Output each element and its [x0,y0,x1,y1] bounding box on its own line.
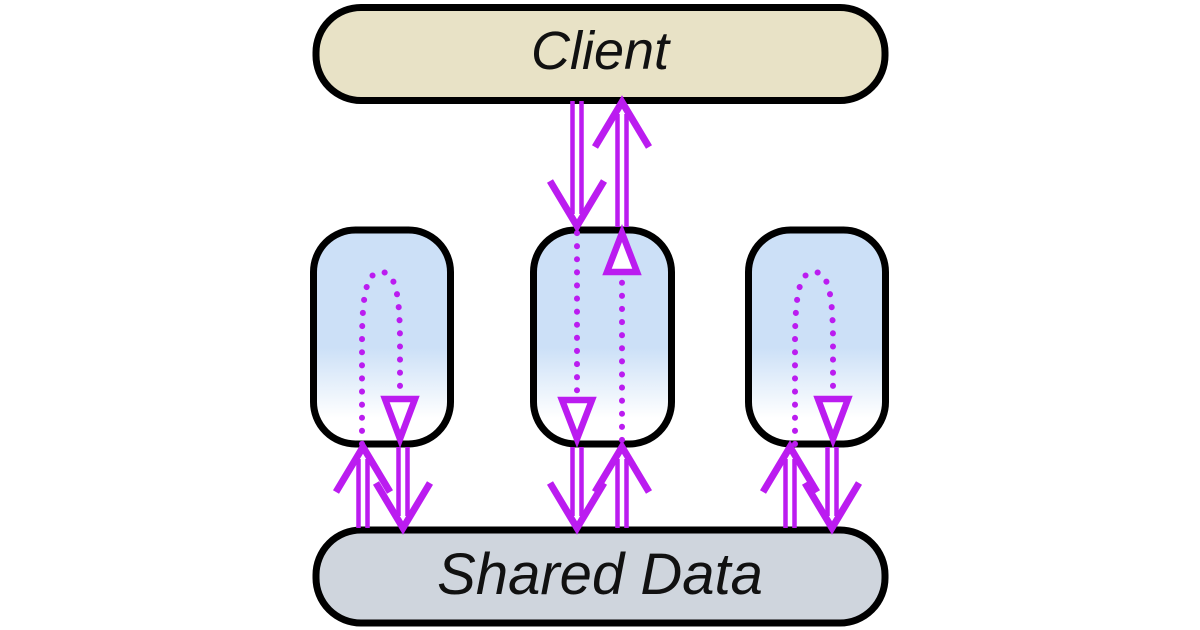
arrow-client-to-worker2-down [550,101,604,226]
client-box [312,4,889,104]
worker-box-1 [310,226,454,448]
client-label: Client [531,21,671,81]
edges-dotted [362,223,848,449]
worker-node-2 [530,226,675,448]
dotted-arrowhead-down-worker2 [557,396,597,449]
worker-node-3 [745,226,889,448]
shared-data-label: Shared Data [437,542,763,607]
worker-box-2 [530,226,675,448]
arrow-worker2-to-client-up [595,102,649,227]
shared-data-box [312,526,889,627]
shared-data-node: Shared Data [312,526,889,627]
dotted-arrowhead-up-worker2 [602,223,642,276]
worker-node-1 [310,226,454,448]
worker-box-3 [745,226,889,448]
client-node: Client [312,4,889,104]
